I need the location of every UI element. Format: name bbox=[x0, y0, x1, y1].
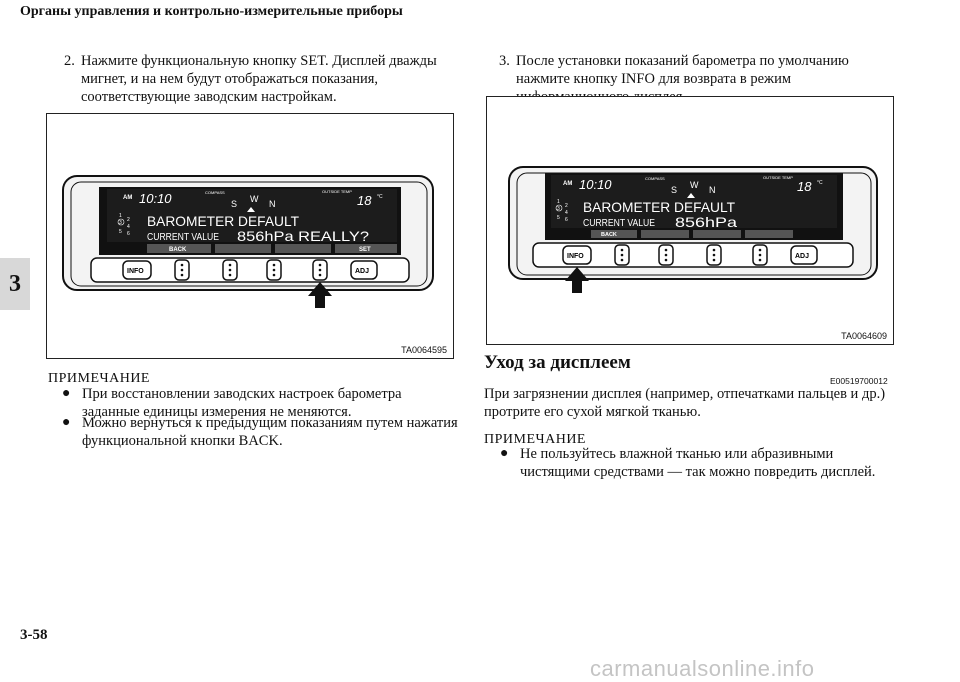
lcd-digit: 3 bbox=[119, 220, 122, 226]
lcd-line1: BAROMETER DEFAULT bbox=[583, 199, 735, 215]
section-title: Уход за дисплеем bbox=[484, 352, 631, 373]
svg-text:INFO: INFO bbox=[127, 268, 144, 275]
step-text: Нажмите функциональную кнопку SET. Диспл… bbox=[81, 53, 437, 105]
lcd-temp-value: 18 bbox=[357, 193, 372, 208]
step-number: 3. bbox=[499, 53, 510, 69]
soft-key-back bbox=[591, 230, 637, 238]
lcd-temp-unit: °C bbox=[377, 194, 383, 200]
step-3: 3. После установки показаний барометра п… bbox=[499, 52, 899, 105]
lcd-outside-temp-label: OUTSIDE TEMP bbox=[322, 189, 352, 194]
bullet-icon: ● bbox=[62, 415, 71, 430]
figure-info-button: AM 10:10 COMPASS S W N OUTSIDE TEMP 18 °… bbox=[486, 96, 894, 345]
lcd-line2-label: CURRENT VALUE bbox=[147, 232, 219, 243]
step-number: 2. bbox=[64, 53, 75, 69]
chapter-tab: 3 bbox=[0, 258, 30, 310]
lcd-digit: 3 bbox=[557, 206, 560, 212]
lcd-compass-w: W bbox=[690, 180, 699, 190]
lcd-line2-label: CURRENT VALUE bbox=[583, 218, 655, 229]
lcd-clock: 10:10 bbox=[139, 191, 172, 206]
lcd-digit: 5 bbox=[119, 229, 122, 235]
lcd-digit: 4 bbox=[127, 224, 130, 230]
lcd-compass-s: S bbox=[671, 185, 677, 195]
note-bullet-text: При восстановлении заводских настроек ба… bbox=[82, 386, 402, 420]
arrow-up-icon bbox=[565, 267, 589, 293]
lcd-temp-value: 18 bbox=[797, 179, 812, 194]
note-bullet: ● При восстановлении заводских настроек … bbox=[62, 385, 462, 421]
lcd-am: AM bbox=[563, 181, 572, 187]
lcd-digit: 2 bbox=[565, 203, 568, 209]
note-bullet: ● Не пользуйтесь влажной тканью или абра… bbox=[500, 445, 900, 481]
figure-code: TA0064609 bbox=[841, 331, 887, 341]
compass-pointer-icon bbox=[687, 193, 695, 198]
note-bullet-text: Можно вернуться к предыдущим показаниям … bbox=[82, 415, 458, 449]
note-title: ПРИМЕЧАНИЕ bbox=[484, 432, 586, 447]
figure-set-button: AM 10:10 COMPASS S W N OUTSIDE TEMP 18 °… bbox=[46, 113, 454, 359]
lcd-digit: 1 bbox=[119, 213, 122, 219]
lcd-digit: 5 bbox=[557, 215, 560, 221]
lcd-compass-n: N bbox=[269, 199, 276, 209]
compass-pointer-icon bbox=[247, 207, 255, 212]
lcd-clock: 10:10 bbox=[579, 177, 612, 192]
lcd-compass-s: S bbox=[231, 199, 237, 209]
figure-code: TA0064595 bbox=[401, 345, 447, 355]
lcd-outside-temp-label: OUTSIDE TEMP bbox=[763, 175, 793, 180]
page-header: Органы управления и контрольно-измерител… bbox=[20, 4, 403, 19]
svg-text:ADJ: ADJ bbox=[795, 253, 809, 260]
soft-key-label: BACK bbox=[169, 247, 187, 253]
step-2: 2. Нажмите функциональную кнопку SET. Ди… bbox=[64, 52, 464, 112]
adj-button[interactable]: ADJ bbox=[790, 245, 818, 265]
lcd-temp-unit: °C bbox=[817, 180, 823, 186]
watermark: carmanualsonline.info bbox=[590, 656, 815, 681]
section-code: E00519700012 bbox=[830, 376, 888, 386]
arrow-up-icon bbox=[308, 282, 332, 308]
lcd-digit: 2 bbox=[127, 217, 130, 223]
lcd-digit: 4 bbox=[565, 210, 568, 216]
lcd-compass-n: N bbox=[709, 185, 716, 195]
lcd-line2-value: 856hPa REALLY? bbox=[237, 228, 369, 244]
lcd-compass-label: COMPASS bbox=[205, 190, 225, 195]
bullet-icon: ● bbox=[62, 386, 71, 401]
lcd-digit: 6 bbox=[565, 217, 568, 223]
lcd-line1: BAROMETER DEFAULT bbox=[147, 213, 299, 229]
lcd-digit: 6 bbox=[127, 231, 130, 237]
note-bullet: ● Можно вернуться к предыдущим показания… bbox=[62, 414, 462, 450]
lcd-digit: 1 bbox=[557, 199, 560, 205]
bullet-icon: ● bbox=[500, 446, 509, 461]
svg-text:INFO: INFO bbox=[567, 253, 584, 260]
section-text: При загрязнении дисплея (например, отпеч… bbox=[484, 386, 886, 420]
soft-key-label: SET bbox=[359, 247, 371, 253]
display-panel-illustration: AM 10:10 COMPASS S W N OUTSIDE TEMP 18 °… bbox=[508, 166, 878, 293]
soft-key-set bbox=[335, 244, 397, 253]
display-panel-illustration: AM 10:10 COMPASS S W N OUTSIDE TEMP 18 °… bbox=[62, 175, 434, 308]
lcd-am: AM bbox=[123, 195, 132, 201]
info-button[interactable]: INFO bbox=[562, 245, 592, 265]
soft-key-label: BACK bbox=[601, 232, 617, 238]
adj-button[interactable]: ADJ bbox=[350, 260, 378, 280]
page-number: 3-58 bbox=[20, 627, 48, 643]
lcd-compass-label: COMPASS bbox=[645, 176, 665, 181]
info-button[interactable]: INFO bbox=[122, 260, 152, 280]
svg-text:ADJ: ADJ bbox=[355, 268, 369, 275]
note-title: ПРИМЕЧАНИЕ bbox=[48, 371, 150, 386]
lcd-compass-w: W bbox=[250, 194, 259, 204]
note-bullet-text: Не пользуйтесь влажной тканью или абрази… bbox=[520, 446, 876, 480]
soft-key-back bbox=[147, 244, 211, 253]
lcd-line2-value: 856hPa bbox=[675, 214, 737, 230]
